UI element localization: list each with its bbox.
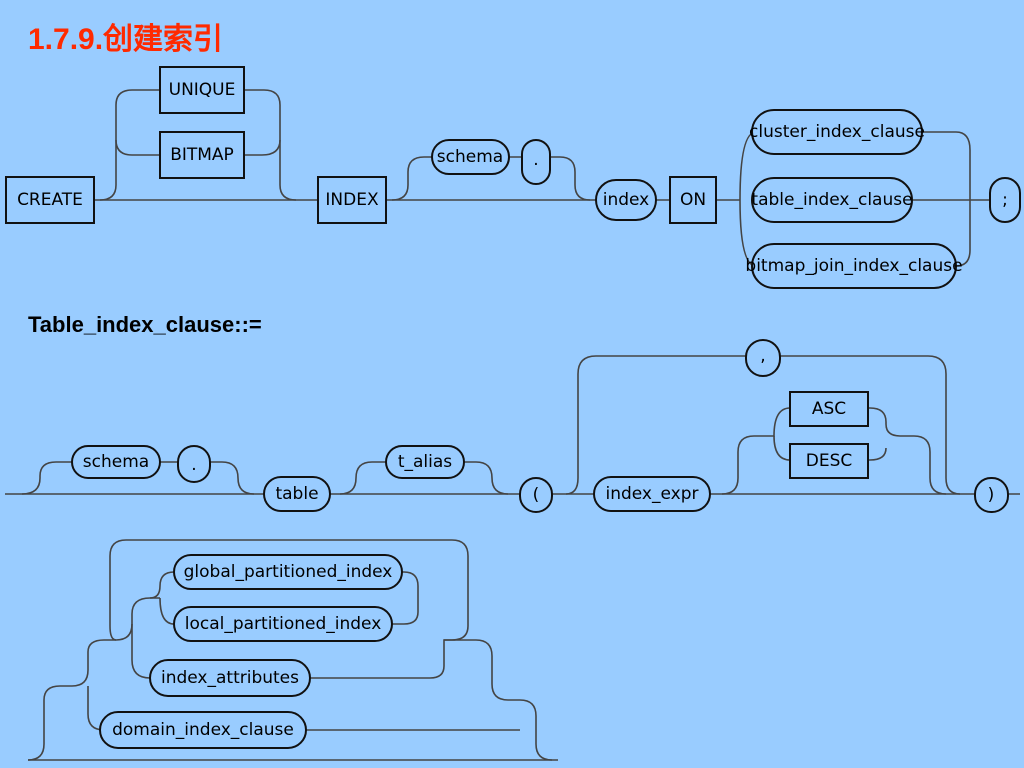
index-attributes-node — [149, 659, 311, 697]
desc-label: DESC — [806, 451, 853, 471]
index-attributes-label: index_attributes — [161, 668, 299, 688]
schema-label: schema — [437, 147, 503, 167]
bitmap-join-index-clause-label: bitmap_join_index_clause — [745, 256, 962, 276]
index-keyword — [317, 176, 387, 224]
table-label: table — [275, 484, 318, 504]
rparen-label: ) — [988, 485, 995, 505]
local-partitioned-index-label: local_partitioned_index — [185, 614, 382, 634]
t-alias-label: t_alias — [398, 452, 452, 472]
dot-node — [521, 139, 551, 185]
unique-keyword — [159, 66, 245, 114]
bitmap-keyword — [159, 131, 245, 179]
desc-keyword — [789, 443, 869, 479]
lparen-label: ( — [533, 485, 540, 505]
table-index-clause-diagram: schema . table t_alias ( index_expr , AS… — [5, 339, 1020, 513]
table-index-clause-label: table_index_clause — [751, 190, 912, 210]
semicolon-label: ; — [1002, 190, 1008, 210]
on-label: ON — [680, 190, 706, 210]
cluster-index-clause-label: cluster_index_clause — [749, 122, 925, 142]
lparen-node — [519, 477, 553, 513]
table-index-clause-heading: Table_index_clause::= — [28, 312, 262, 337]
comma-node — [745, 339, 781, 377]
dot-node-2 — [177, 445, 211, 483]
create-keyword — [5, 176, 95, 224]
asc-label: ASC — [812, 399, 846, 419]
global-partitioned-index-node — [173, 554, 403, 590]
index-name-node — [595, 179, 657, 221]
asc-keyword — [789, 391, 869, 427]
rparen-node — [974, 477, 1009, 513]
index-keyword-label: INDEX — [325, 190, 379, 210]
on-keyword — [669, 176, 717, 224]
table-node — [263, 476, 331, 512]
global-partitioned-index-label: global_partitioned_index — [184, 562, 393, 582]
t-alias-node — [385, 445, 465, 479]
schema-node — [431, 139, 510, 175]
semicolon-node — [989, 177, 1021, 223]
dot-label-2: . — [191, 455, 196, 475]
cluster-index-clause-node — [751, 109, 923, 155]
index-options-diagram: global_partitioned_index local_partition… — [27, 539, 558, 761]
slide-title: 1.7.9.创建索引 — [28, 23, 224, 56]
schema-label-2: schema — [83, 452, 149, 472]
unique-label: UNIQUE — [169, 80, 236, 100]
create-index-diagram: CREATE UNIQUE BITMAP INDEX schema . inde… — [5, 66, 1021, 289]
domain-index-clause-label: domain_index_clause — [112, 720, 294, 740]
local-partitioned-index-node — [173, 606, 393, 642]
comma-label: , — [760, 346, 765, 366]
index-expr-label: index_expr — [605, 484, 698, 504]
schema-node-2 — [71, 445, 161, 479]
create-label: CREATE — [17, 190, 83, 210]
dot-label: . — [533, 150, 538, 170]
domain-index-clause-node — [99, 711, 307, 749]
index-expr-node — [593, 476, 711, 512]
bitmap-join-index-clause-node — [751, 243, 957, 289]
index-name-label: index — [603, 190, 650, 210]
table-index-clause-node — [751, 177, 913, 223]
bitmap-label: BITMAP — [170, 145, 234, 165]
